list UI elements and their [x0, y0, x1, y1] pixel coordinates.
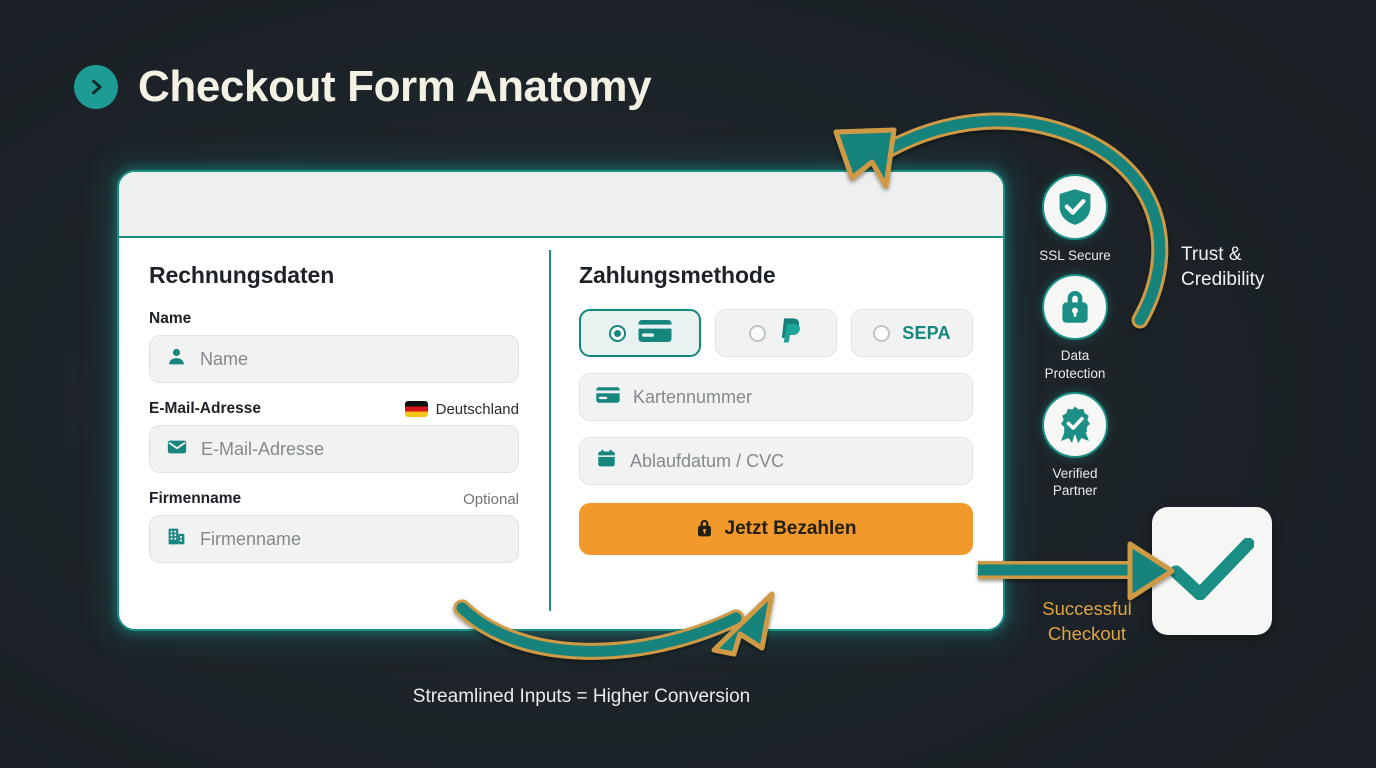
- annotation-trust-line1: Trust &: [1181, 244, 1242, 265]
- envelope-icon: [166, 436, 188, 463]
- checkout-form-card: Rechnungsdaten Name Name E-: [117, 170, 1005, 631]
- badge-label-line2: Partner: [1052, 483, 1098, 499]
- email-label-row: E-Mail-Adresse Deutschland: [149, 399, 519, 419]
- expiry-cvc-input[interactable]: Ablaufdatum / CVC: [579, 437, 973, 485]
- annotation-successful-checkout: Successful Checkout: [1023, 597, 1151, 647]
- paypal-icon: [778, 317, 804, 350]
- credit-card-icon: [596, 386, 620, 409]
- credit-card-icon: [638, 319, 672, 348]
- badge-label-line1: Verified: [1052, 465, 1098, 481]
- card-number-input[interactable]: Kartennummer: [579, 373, 973, 421]
- card-body: Rechnungsdaten Name Name E-: [119, 238, 1003, 629]
- payment-section-title: Zahlungsmethode: [579, 262, 776, 288]
- payment-method-sepa[interactable]: SEPA: [851, 309, 973, 357]
- calendar-icon: [596, 448, 617, 474]
- trust-badge-ssl-secure: SSL Secure: [1039, 174, 1111, 264]
- person-icon: [166, 346, 187, 372]
- annotation-trust-credibility: Trust & Credibility: [1181, 242, 1264, 292]
- company-label-row: Firmenname Optional: [149, 489, 519, 509]
- successful-checkout-card: [1152, 507, 1272, 635]
- billing-column: Rechnungsdaten Name Name E-: [119, 238, 549, 629]
- annotation-success-line2: Checkout: [1047, 622, 1127, 644]
- email-label: E-Mail-Adresse: [149, 400, 261, 417]
- chevron-right-icon: [74, 65, 118, 109]
- name-label: Name: [149, 310, 192, 327]
- badge-label-line2: Protection: [1044, 365, 1106, 381]
- page-title: Checkout Form Anatomy: [138, 62, 652, 111]
- badge-label-line1: Data: [1060, 348, 1090, 364]
- expiry-cvc-placeholder: Ablaufdatum / CVC: [630, 450, 785, 471]
- check-mark-icon: [1169, 537, 1255, 605]
- name-label-row: Name: [149, 309, 519, 329]
- radio-paypal[interactable]: [748, 324, 766, 342]
- email-input-placeholder: E-Mail-Adresse: [201, 438, 325, 459]
- payment-method-card[interactable]: [579, 309, 701, 357]
- annotation-success-line1: Successful: [1042, 598, 1132, 619]
- company-input[interactable]: Firmenname: [149, 515, 519, 563]
- trust-badge-list: SSL Secure Data Protection: [1029, 174, 1121, 499]
- trust-badge-label: Verified Partner: [1052, 465, 1097, 500]
- trust-badge-data-protection: Data Protection: [1042, 274, 1108, 382]
- arrow-to-success-card: [978, 541, 1175, 601]
- billing-section-title: Rechnungsdaten: [149, 262, 335, 288]
- radio-sepa[interactable]: [873, 324, 891, 342]
- company-label: Firmenname: [149, 490, 242, 507]
- trust-badge-label: SSL Secure: [1039, 248, 1111, 263]
- sepa-label: SEPA: [902, 322, 951, 343]
- lock-icon: [1042, 274, 1108, 341]
- pay-now-label: Jetzt Bezahlen: [724, 518, 857, 539]
- shield-check-icon: [1041, 174, 1108, 240]
- building-icon: [166, 526, 187, 552]
- flag-de-icon: [404, 401, 428, 417]
- annotation-bottom-caption: Streamlined Inputs = Higher Conversion: [412, 686, 751, 707]
- payment-method-paypal[interactable]: [715, 309, 837, 357]
- name-input-placeholder: Name: [200, 348, 249, 369]
- email-input[interactable]: E-Mail-Adresse: [149, 425, 519, 473]
- name-input[interactable]: Name: [149, 335, 519, 383]
- page-title-row: Checkout Form Anatomy: [74, 62, 652, 112]
- payment-column: Zahlungsmethode: [551, 238, 1003, 629]
- company-input-placeholder: Firmenname: [200, 528, 302, 549]
- trust-badge-verified-partner: Verified Partner: [1042, 391, 1108, 500]
- lock-icon: [696, 517, 713, 541]
- radio-card[interactable]: [608, 324, 626, 342]
- column-divider: [549, 250, 551, 611]
- award-rosette-icon: [1042, 391, 1108, 458]
- company-optional-label: Optional: [463, 490, 519, 508]
- trust-badge-label: Data Protection: [1045, 347, 1106, 382]
- annotation-trust-line2: Credibility: [1181, 269, 1265, 291]
- country-label: Deutschland: [435, 400, 519, 418]
- card-number-placeholder: Kartennummer: [633, 386, 753, 407]
- payment-method-group: SEPA: [579, 309, 973, 357]
- country-indicator: Deutschland: [404, 400, 519, 418]
- card-header-strip: [119, 172, 1003, 238]
- pay-now-button[interactable]: Jetzt Bezahlen: [579, 503, 973, 555]
